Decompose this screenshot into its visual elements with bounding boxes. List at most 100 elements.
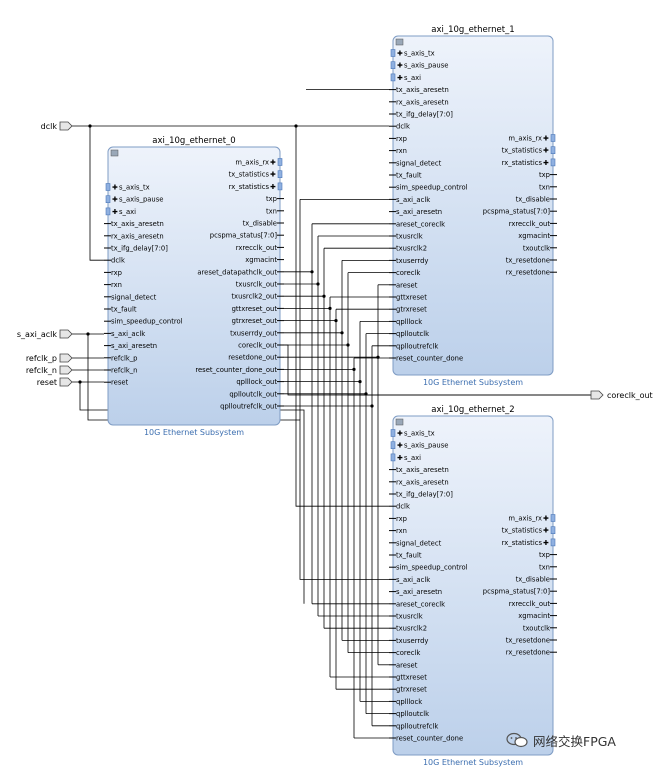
pin-label-qplloutrefclk_out: qplloutrefclk_out bbox=[220, 403, 277, 411]
pin-label-tx_disable: tx_disable bbox=[516, 576, 550, 584]
pin-label-tx_statistics: tx_statistics bbox=[229, 171, 270, 179]
plus-icon[interactable]: ✚ bbox=[112, 196, 118, 204]
bus-pin-tx_statistics[interactable] bbox=[550, 146, 556, 154]
port-shape[interactable] bbox=[59, 365, 73, 375]
pin-label-s_axis_pause: s_axis_pause bbox=[119, 196, 163, 204]
bus-pin-s_axi[interactable] bbox=[105, 207, 111, 216]
bus-pin-s_axi[interactable] bbox=[390, 453, 396, 462]
plus-icon[interactable]: ✚ bbox=[397, 74, 403, 82]
pin-label-rxrecclk_out: rxrecclk_out bbox=[236, 244, 278, 252]
wechat-icon bbox=[506, 732, 528, 748]
block-body bbox=[107, 146, 281, 426]
block-subtitle: 10G Ethernet Subsystem bbox=[423, 378, 523, 387]
junction-dot bbox=[346, 343, 350, 347]
plus-icon[interactable]: ✚ bbox=[543, 159, 549, 167]
plus-icon[interactable]: ✚ bbox=[397, 442, 403, 450]
plus-icon[interactable]: ✚ bbox=[543, 539, 549, 547]
pin-label-dclk: dclk bbox=[396, 503, 410, 511]
bus-pin-s_axis_tx[interactable] bbox=[105, 183, 111, 191]
bus-pin-s_axis_pause[interactable] bbox=[105, 195, 111, 203]
pin-label-qplloutrefclk: qplloutrefclk bbox=[396, 722, 438, 730]
net-wire bbox=[89, 126, 104, 261]
pin-label-signal_detect: signal_detect bbox=[396, 159, 442, 167]
bus-pin-tx_statistics[interactable] bbox=[550, 526, 556, 535]
pin-label-txp: txp bbox=[539, 171, 550, 179]
port-label: reset bbox=[37, 378, 57, 387]
port-dclk[interactable]: dclk bbox=[41, 121, 73, 131]
port-shape[interactable] bbox=[59, 121, 73, 131]
pin-label-qplloutrefclk: qplloutrefclk bbox=[396, 342, 438, 350]
junction-dot bbox=[78, 380, 82, 384]
bus-pin-s_axis_tx[interactable] bbox=[390, 429, 396, 437]
pin-label-gtrxreset: gtrxreset bbox=[396, 306, 427, 314]
plus-icon[interactable]: ✚ bbox=[397, 50, 403, 58]
plus-icon[interactable]: ✚ bbox=[270, 159, 276, 167]
junction-dot bbox=[316, 282, 320, 286]
pin-label-tx_disable: tx_disable bbox=[516, 196, 550, 204]
plus-icon[interactable]: ✚ bbox=[270, 171, 276, 179]
bus-pin-m_axis_rx[interactable] bbox=[550, 514, 556, 522]
bus-pin-s_axi[interactable] bbox=[390, 73, 396, 82]
pin-label-s_axi: s_axi bbox=[404, 454, 421, 462]
pin-label-pcspma_status[7:0]: pcspma_status[7:0] bbox=[483, 208, 551, 216]
port-reset[interactable]: reset bbox=[37, 377, 73, 387]
plus-icon[interactable]: ✚ bbox=[543, 527, 549, 535]
bus-pin-s_axis_pause[interactable] bbox=[390, 441, 396, 450]
port-label: coreclk_out bbox=[607, 391, 653, 400]
pin-label-txp: txp bbox=[266, 195, 277, 203]
pin-label-tx_fault: tx_fault bbox=[396, 552, 422, 560]
port-refclk_p[interactable]: refclk_p bbox=[26, 353, 73, 363]
bus-pin-rx_statistics[interactable] bbox=[550, 158, 556, 167]
pin-label-areset: areset bbox=[396, 661, 418, 669]
plus-icon[interactable]: ✚ bbox=[543, 135, 549, 143]
port-refclk_n[interactable]: refclk_n bbox=[26, 365, 73, 375]
plus-icon[interactable]: ✚ bbox=[397, 454, 403, 462]
pin-label-tx_ifg_delay[7:0]: tx_ifg_delay[7:0] bbox=[396, 111, 453, 119]
block-title: axi_10g_ethernet_0 bbox=[152, 136, 235, 146]
pin-label-areset_coreclk: areset_coreclk bbox=[396, 220, 445, 228]
block-collapse-icon[interactable] bbox=[110, 149, 119, 157]
bus-pin-m_axis_rx[interactable] bbox=[550, 134, 556, 142]
pin-label-xgmacint: xgmacint bbox=[518, 232, 550, 240]
plus-icon[interactable]: ✚ bbox=[543, 147, 549, 155]
pin-label-signal_detect: signal_detect bbox=[111, 293, 157, 301]
pin-label-gttxreset: gttxreset bbox=[396, 674, 427, 682]
block-body bbox=[392, 415, 554, 756]
bus-pin-s_axis_pause[interactable] bbox=[390, 61, 396, 70]
pin-label-dclk: dclk bbox=[111, 257, 125, 265]
block-collapse-icon[interactable] bbox=[395, 418, 404, 426]
plus-icon[interactable]: ✚ bbox=[270, 183, 276, 191]
pin-label-xgmacint: xgmacint bbox=[518, 612, 550, 620]
port-label: dclk bbox=[41, 122, 58, 131]
bus-pin-rx_statistics[interactable] bbox=[277, 182, 283, 191]
pin-label-txusrclk_out: txusrclk_out bbox=[236, 281, 278, 289]
pin-label-txusrclk2: txusrclk2 bbox=[396, 245, 427, 253]
pin-label-rx_axis_aresetn: rx_axis_aresetn bbox=[396, 478, 449, 486]
plus-icon[interactable]: ✚ bbox=[112, 208, 118, 216]
port-shape[interactable] bbox=[59, 329, 73, 339]
bus-pin-s_axis_tx[interactable] bbox=[390, 49, 396, 57]
pin-label-txoutclk: txoutclk bbox=[523, 624, 550, 632]
port-shape[interactable] bbox=[59, 353, 73, 363]
pin-label-qplloutclk: qplloutclk bbox=[396, 710, 429, 718]
pin-label-s_axi_aclk: s_axi_aclk bbox=[396, 576, 430, 584]
port-s_axi_aclk[interactable]: s_axi_aclk bbox=[17, 329, 73, 339]
pin-label-reset_counter_done: reset_counter_done bbox=[396, 355, 463, 363]
bus-pin-rx_statistics[interactable] bbox=[550, 538, 556, 547]
pin-label-rxn: rxn bbox=[111, 281, 122, 289]
plus-icon[interactable]: ✚ bbox=[543, 515, 549, 523]
block-collapse-icon[interactable] bbox=[395, 38, 404, 46]
port-shape[interactable] bbox=[590, 390, 604, 400]
port-coreclk_out[interactable]: coreclk_out bbox=[590, 390, 653, 400]
pin-label-txuserrdy: txuserrdy bbox=[396, 637, 428, 645]
plus-icon[interactable]: ✚ bbox=[397, 430, 403, 438]
plus-icon[interactable]: ✚ bbox=[397, 62, 403, 70]
plus-icon[interactable]: ✚ bbox=[112, 184, 118, 192]
bus-pin-m_axis_rx[interactable] bbox=[277, 158, 283, 166]
bus-pin-tx_statistics[interactable] bbox=[277, 170, 283, 178]
junction-dot bbox=[352, 367, 356, 371]
port-shape[interactable] bbox=[59, 377, 73, 387]
